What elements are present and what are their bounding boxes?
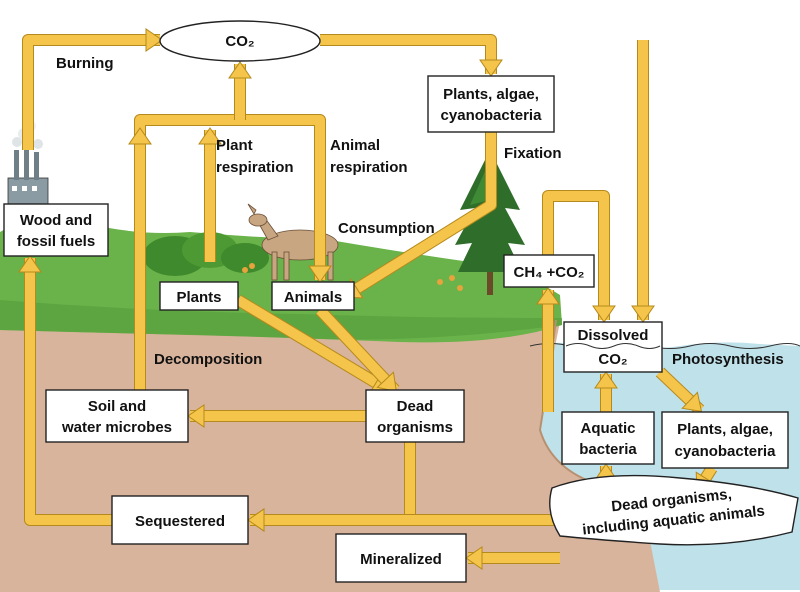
plants-node: Plants <box>159 281 239 311</box>
ch4-co2-node: CH₄ +CO₂ <box>503 254 595 288</box>
co2-atmosphere-node: CO₂ <box>159 20 321 62</box>
bush-icon <box>143 232 269 276</box>
plant-resp-arrow-head <box>198 127 222 145</box>
plants-to-dead-arrow <box>235 295 391 395</box>
photosynthesis-label: Photosynthesis <box>672 351 784 368</box>
sequestered-to-wood-arrow <box>25 258 112 525</box>
wood-fossil-fuels-node: Wood and fossil fuels <box>3 203 109 257</box>
burning-arrow-head <box>145 28 163 52</box>
co2-atmosphere-label: CO₂ <box>225 33 254 50</box>
ch4-loop-arrow <box>543 191 609 320</box>
soil-microbes-label-2: water microbes <box>61 419 172 436</box>
dead-organisms-label-2: organisms <box>377 419 453 436</box>
dead-organisms-label-1: Dead <box>397 398 434 415</box>
decomp-resp-arrow-head <box>128 127 152 145</box>
plants-algae-top-label-2: cyanobacteria <box>441 107 543 124</box>
soil-microbes-label-1: Soil and <box>88 398 146 415</box>
wood-fossil-fuels-label-1: Wood and <box>20 212 92 229</box>
plants-algae-water-label-2: cyanobacteria <box>675 443 777 460</box>
co2-to-fixation-arrow-head <box>479 59 503 77</box>
wood-fossil-fuels-label-2: fossil fuels <box>17 233 95 250</box>
plant-respiration-label-2: respiration <box>216 159 294 176</box>
dissolved-co2-node: Dissolved CO₂ <box>563 321 663 373</box>
flow-arrows <box>18 28 718 570</box>
fixation-label: Fixation <box>504 145 562 162</box>
burning-label: Burning <box>56 55 114 72</box>
ch4-co2-label: CH₄ +CO₂ <box>514 264 585 281</box>
flower-icon <box>242 263 463 291</box>
plants-algae-water-node: Plants, algae, cyanobacteria <box>661 411 789 469</box>
dissolved-to-plants-head <box>681 391 703 412</box>
aquatic-to-dissolved-head <box>594 371 618 389</box>
sequestered-node: Sequestered <box>111 495 249 545</box>
aquatic-bacteria-label-1: Aquatic <box>580 420 635 437</box>
animals-label: Animals <box>284 289 342 306</box>
factory-icon <box>7 120 49 205</box>
sequestered-label: Sequestered <box>135 513 225 530</box>
deadaq-to-mineralized-head <box>465 546 483 570</box>
ch4-loop-arrow-head <box>592 305 616 323</box>
fixation-arrow <box>342 132 496 301</box>
soil-water-microbes-node: Soil and water microbes <box>45 389 189 443</box>
plants-label: Plants <box>176 289 221 306</box>
animals-to-dead-arrow <box>316 306 399 394</box>
animal-respiration-label-2: respiration <box>330 159 408 176</box>
animals-node: Animals <box>271 281 355 311</box>
consumption-label: Consumption <box>338 220 435 237</box>
burning-arrow <box>23 35 160 150</box>
dissolved-co2-label-1: Dissolved <box>578 327 649 344</box>
animal-respiration-label-1: Animal <box>330 137 380 154</box>
sequestered-to-wood-arrow-head <box>18 255 42 273</box>
aquatic-bacteria-node: Aquatic bacteria <box>561 411 655 465</box>
plants-algae-water-label-1: Plants, algae, <box>677 421 773 438</box>
aquatic-to-ch4-arrow-head <box>536 287 560 305</box>
plants-algae-top-node: Plants, algae, cyanobacteria <box>427 75 555 133</box>
respiration-merge-arrow-head <box>308 265 332 283</box>
plant-respiration-label-1: Plant <box>216 137 253 154</box>
mineralized-label: Mineralized <box>360 551 442 568</box>
dead-aquatic-organisms-node: Dead organisms, including aquatic animal… <box>549 474 799 546</box>
dead-to-soil-arrow-head <box>187 404 205 428</box>
respiration-up-arrow-head <box>228 61 252 79</box>
dead-organisms-node: Dead organisms <box>365 389 465 443</box>
decomposition-label: Decomposition <box>154 351 262 368</box>
plants-algae-top-label-1: Plants, algae, <box>443 86 539 103</box>
fixation-to-dissolved-head <box>631 305 655 323</box>
aquatic-bacteria-label-2: bacteria <box>579 441 637 458</box>
mineralized-node: Mineralized <box>335 533 467 583</box>
dissolved-co2-label-2: CO₂ <box>598 351 627 368</box>
deadaq-to-sequestered-head <box>247 508 265 532</box>
